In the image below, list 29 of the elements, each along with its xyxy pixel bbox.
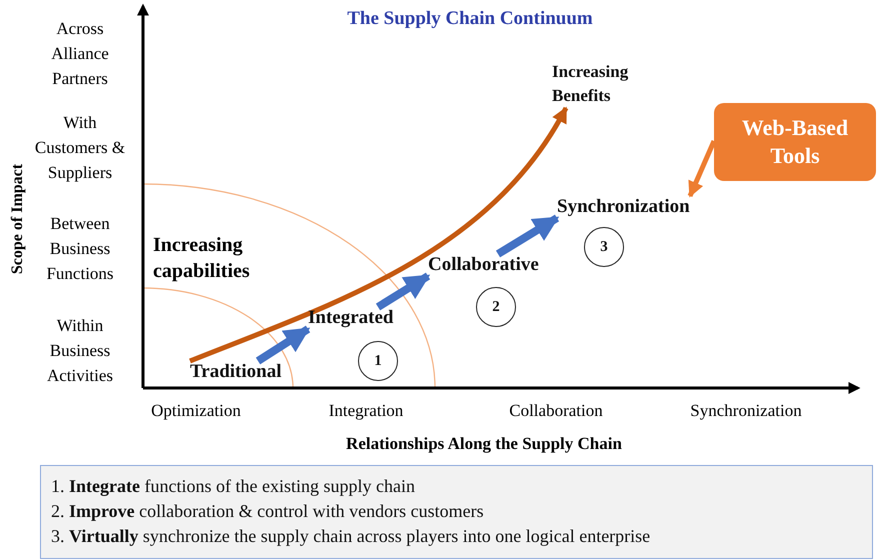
stage-label: Traditional (190, 361, 282, 383)
annotation-text: Increasing Benefits (552, 60, 652, 108)
axis-title: Scope of Impact (9, 162, 27, 276)
stage-label: Integrated (308, 307, 394, 329)
axis-tick-label: With Customers & Suppliers (34, 112, 126, 184)
chart-title: The Supply Chain Continuum (346, 8, 594, 30)
stage-label: Collaborative (428, 254, 539, 276)
number-circle: 3 (584, 227, 624, 267)
annotation-text: Increasing capabilities (153, 233, 251, 284)
axis-tick-label: Within Business Activities (46, 315, 114, 387)
curved-arrow (189, 106, 568, 364)
callout-box: Web-Based Tools (714, 103, 876, 181)
axis-tick-label: Synchronization (689, 401, 803, 421)
axis-tick-label: Collaboration (508, 401, 604, 421)
axis-title: Relationships Along the Supply Chain (345, 434, 623, 454)
axis-tick-label: Between Business Functions (45, 213, 115, 285)
number-circle: 1 (358, 341, 398, 381)
axis-tick-label: Integration (328, 401, 404, 421)
axis-tick-label: Across Alliance Partners (50, 18, 110, 90)
list-item: 1. Integrate functions of the existing supply chain (51, 475, 416, 498)
list-item: 2. Improve collaboration & control with vendors customers (51, 500, 485, 523)
note-panel (40, 465, 873, 559)
number-circle: 2 (476, 287, 516, 327)
list-item: 3. Virtually synchronize the supply chain across players into one logical enterprise (51, 525, 652, 548)
axis-tick-label: Optimization (150, 401, 242, 421)
block-arrow (496, 214, 560, 258)
stage-label: Synchronization (557, 196, 690, 218)
block-arrow (376, 272, 430, 310)
arrow (688, 140, 716, 198)
